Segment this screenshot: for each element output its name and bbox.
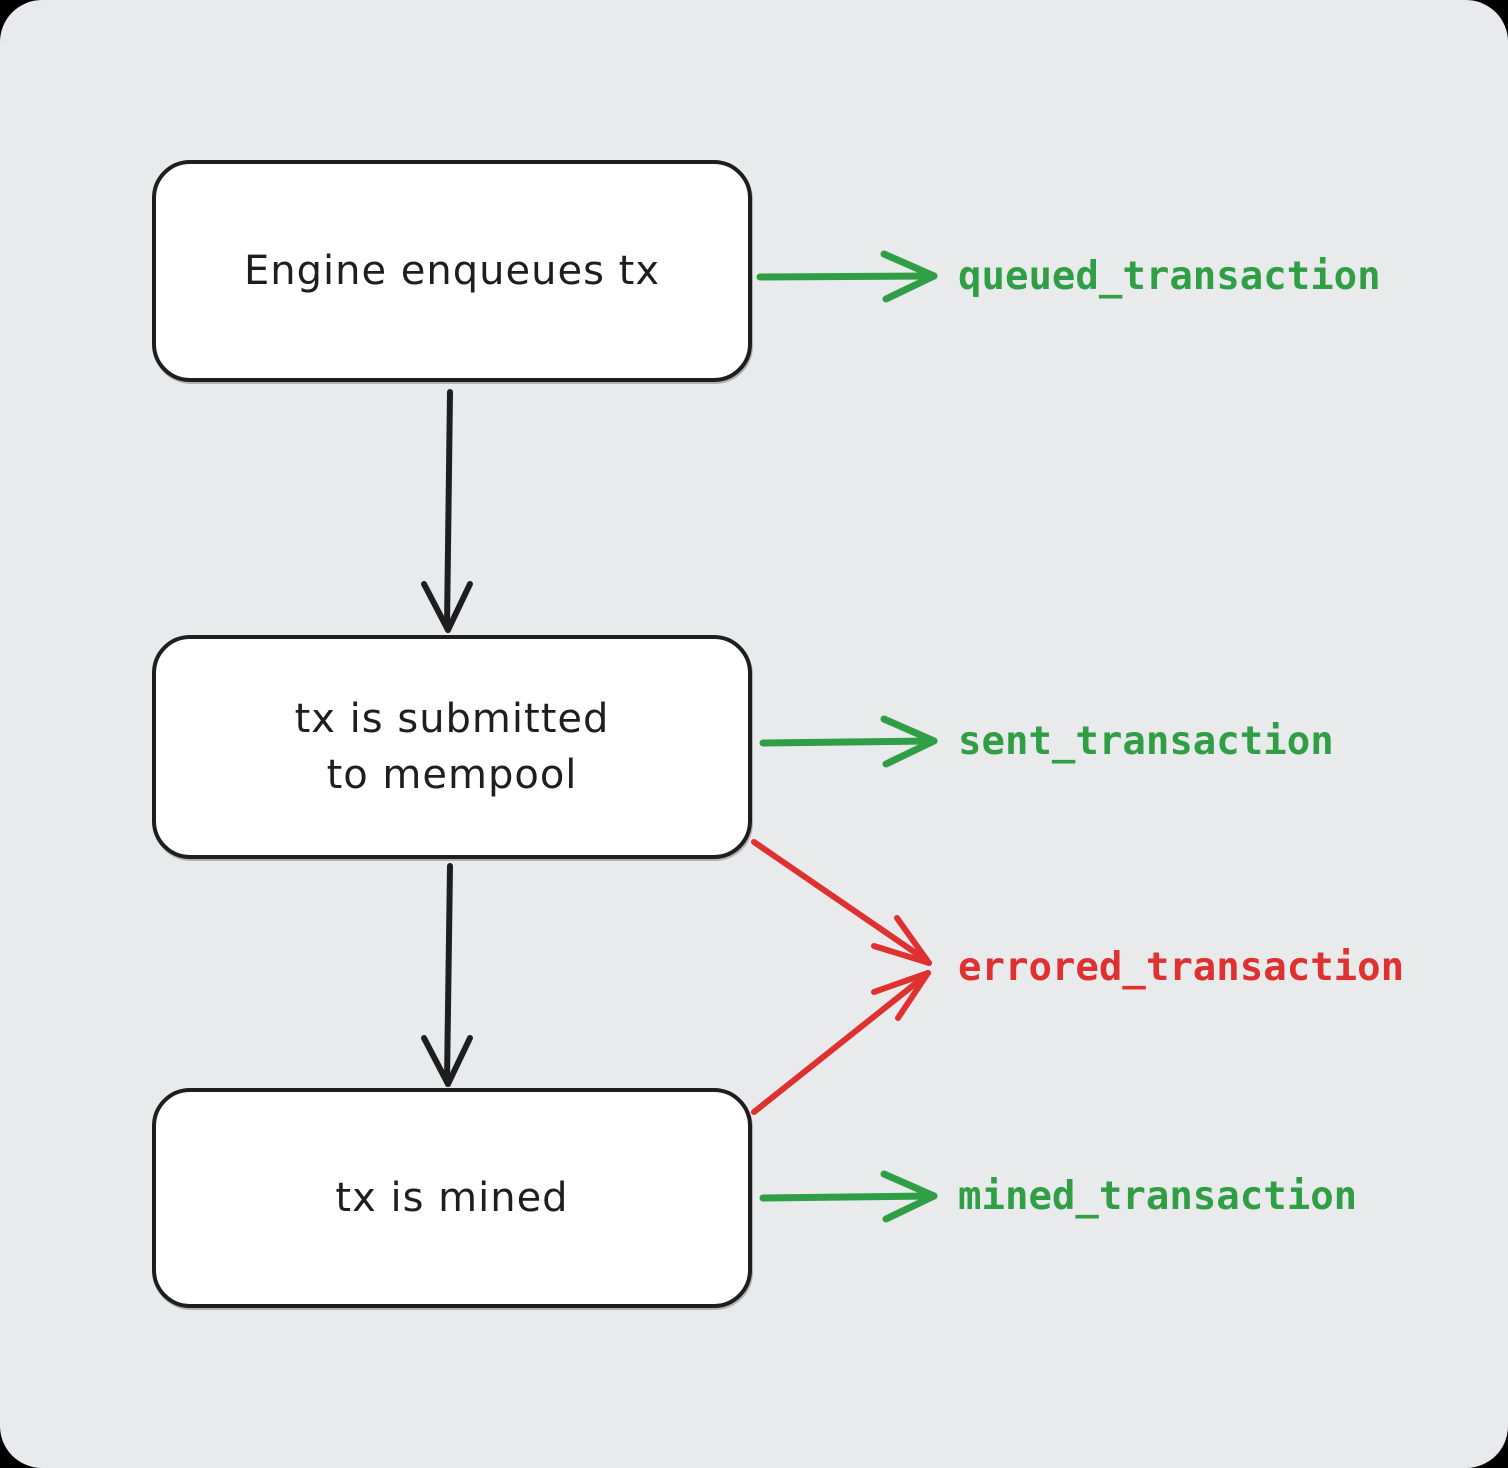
event-label-errored-transaction: errored_transaction: [958, 945, 1405, 990]
arrow-errored-from-mempool: [751, 839, 932, 966]
event-label-mined-transaction: mined_transaction: [958, 1174, 1358, 1219]
arrow-mempool-to-mined: [421, 863, 473, 1087]
event-label-sent-transaction: sent_transaction: [958, 719, 1334, 764]
arrow-errored-from-mined: [751, 970, 931, 1115]
flow-node-mined: tx is mined: [152, 1088, 752, 1308]
arrow-queued-event: [756, 250, 938, 303]
flow-node-mempool-label: tx is submitted to mempool: [294, 696, 610, 798]
arrow-enqueue-to-mempool: [421, 389, 473, 633]
arrow-sent-event: [759, 715, 938, 768]
flow-node-enqueue-label: Engine enqueues tx: [244, 248, 660, 294]
arrow-mined-event: [759, 1170, 938, 1223]
flow-node-enqueue: Engine enqueues tx: [152, 160, 752, 382]
flow-node-mempool: tx is submitted to mempool: [152, 635, 752, 859]
flow-node-mined-label: tx is mined: [335, 1175, 569, 1221]
event-label-queued-transaction: queued_transaction: [958, 254, 1381, 299]
